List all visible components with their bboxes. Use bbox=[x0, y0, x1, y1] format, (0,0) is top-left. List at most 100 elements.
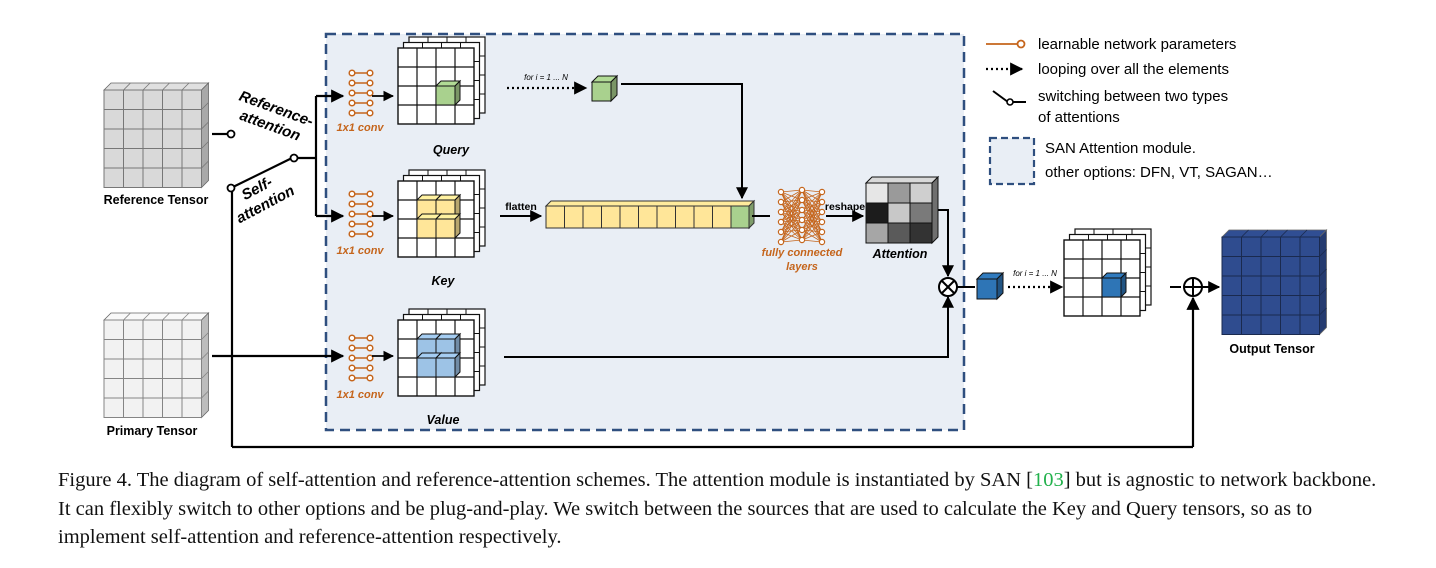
reference-tensor-cell bbox=[142, 148, 163, 169]
attention-map-cell bbox=[887, 222, 911, 244]
output-tensor-cell bbox=[1241, 314, 1262, 335]
attention-map-cell bbox=[887, 202, 911, 224]
primary-tensor-cell bbox=[162, 339, 183, 360]
output-tensor-cell bbox=[1280, 295, 1301, 316]
primary-tensor-cell bbox=[162, 397, 183, 418]
output-tensor-cell bbox=[1260, 236, 1281, 257]
value-tensor bbox=[397, 308, 486, 397]
primary-tensor-cell bbox=[181, 319, 202, 340]
legend-module-line1: SAN Attention module. bbox=[1045, 140, 1196, 157]
figure-caption: Figure 4. The diagram of self-attention … bbox=[58, 466, 1388, 552]
output-tensor-cell bbox=[1299, 256, 1320, 277]
output-tensor-cell bbox=[1299, 314, 1320, 335]
flattened-key-vector bbox=[544, 199, 756, 230]
multiply-operator bbox=[938, 277, 958, 297]
reference-tensor-cell bbox=[123, 148, 144, 169]
conv-label-value: 1x1 conv bbox=[336, 389, 384, 401]
legend-switch-icon bbox=[992, 90, 1026, 106]
legend-module-icon bbox=[988, 136, 1036, 186]
reference-tensor-cell bbox=[103, 89, 124, 110]
attention-map-cell bbox=[865, 182, 889, 204]
output-tensor-cell bbox=[1260, 314, 1281, 335]
attended-highlight bbox=[1101, 277, 1122, 298]
primary-tensor-cell bbox=[162, 319, 183, 340]
conv-chain-value bbox=[348, 334, 374, 382]
primary-tensor-cell bbox=[142, 378, 163, 399]
attention-diagram: Reference Tensor Primary Tensor Output T… bbox=[103, 32, 1328, 449]
query-tensor bbox=[397, 36, 486, 125]
reference-tensor-cell bbox=[142, 167, 163, 188]
reshape-label: reshape bbox=[825, 201, 865, 213]
reference-tensor-cell bbox=[162, 148, 183, 169]
output-tensor-cell bbox=[1280, 236, 1301, 257]
output-tensor-cell bbox=[1280, 275, 1301, 296]
flattened-key-element bbox=[601, 205, 621, 229]
flattened-key-element bbox=[582, 205, 602, 229]
primary-tensor-cell bbox=[142, 319, 163, 340]
reference-tensor-cell bbox=[103, 128, 124, 149]
caption-text-rest: ] but is agnostic to network backbone. I… bbox=[58, 469, 1377, 548]
reference-tensor-cell bbox=[142, 109, 163, 130]
attention-map-cell bbox=[865, 202, 889, 224]
flattened-key-element bbox=[656, 205, 676, 229]
query-element-cube bbox=[590, 74, 619, 103]
reference-tensor-cell bbox=[123, 109, 144, 130]
output-tensor-cell bbox=[1221, 295, 1242, 316]
legend-looping: looping over all the elements bbox=[1038, 61, 1229, 78]
primary-tensor-cell bbox=[162, 378, 183, 399]
reference-tensor bbox=[103, 82, 210, 189]
primary-tensor-cell bbox=[123, 319, 144, 340]
output-tensor-cell bbox=[1280, 314, 1301, 335]
primary-tensor-cell bbox=[142, 397, 163, 418]
primary-tensor-label: Primary Tensor bbox=[107, 424, 198, 438]
switch-contact-top bbox=[226, 129, 236, 139]
reference-tensor-cell bbox=[181, 167, 202, 188]
fully-connected-network bbox=[777, 186, 826, 246]
reference-tensor-cell bbox=[142, 128, 163, 149]
key-label: Key bbox=[432, 274, 456, 288]
output-tensor-cell bbox=[1299, 275, 1320, 296]
caption-text: Figure 4. The diagram of self-attention … bbox=[58, 469, 1033, 491]
add-operator bbox=[1183, 277, 1203, 297]
legend-learnable-icon bbox=[986, 39, 1026, 49]
reference-tensor-cell bbox=[162, 128, 183, 149]
primary-tensor-cell bbox=[103, 339, 124, 360]
query-highlight bbox=[435, 85, 456, 106]
attention-map-cell bbox=[909, 222, 933, 244]
output-tensor-cell bbox=[1241, 236, 1262, 257]
legend-module-line2: other options: DFN, VT, SAGAN… bbox=[1045, 164, 1273, 181]
reference-tensor-cell bbox=[162, 167, 183, 188]
loop-label-output: for i = 1 ... N bbox=[1013, 269, 1057, 278]
reference-tensor-cell bbox=[142, 89, 163, 110]
primary-tensor-cell bbox=[181, 397, 202, 418]
primary-tensor-cell bbox=[181, 339, 202, 360]
query-to-key-arrow bbox=[621, 83, 748, 200]
attention-map-cell bbox=[909, 182, 933, 204]
value-highlight bbox=[435, 357, 456, 378]
primary-tensor-cell bbox=[181, 358, 202, 379]
conv-chain-query bbox=[348, 69, 374, 117]
output-tensor bbox=[1221, 229, 1328, 336]
query-label: Query bbox=[433, 143, 470, 157]
flatten-label: flatten bbox=[505, 201, 537, 213]
output-tensor-cell bbox=[1221, 275, 1242, 296]
attention-map bbox=[864, 175, 940, 245]
conv-label-key: 1x1 conv bbox=[336, 245, 384, 257]
fc-label-line1: fully connected bbox=[762, 247, 843, 259]
flattened-key-element bbox=[638, 205, 658, 229]
reference-tensor-cell bbox=[181, 89, 202, 110]
reference-tensor-label: Reference Tensor bbox=[104, 193, 209, 207]
output-tensor-cell bbox=[1299, 295, 1320, 316]
key-tensor bbox=[397, 169, 486, 258]
primary-tensor-cell bbox=[123, 397, 144, 418]
reference-tensor-cell bbox=[162, 89, 183, 110]
output-tensor-cell bbox=[1241, 295, 1262, 316]
output-tensor-cell bbox=[1299, 236, 1320, 257]
loop-label-query: for i = 1 ... N bbox=[524, 73, 568, 82]
primary-tensor-cell bbox=[123, 339, 144, 360]
fc-label-line2: layers bbox=[786, 261, 818, 273]
conv-label-query: 1x1 conv bbox=[336, 122, 384, 134]
attention-switch bbox=[212, 89, 1200, 449]
output-tensor-cell bbox=[1260, 256, 1281, 277]
switch-contact-bottom bbox=[226, 183, 236, 193]
